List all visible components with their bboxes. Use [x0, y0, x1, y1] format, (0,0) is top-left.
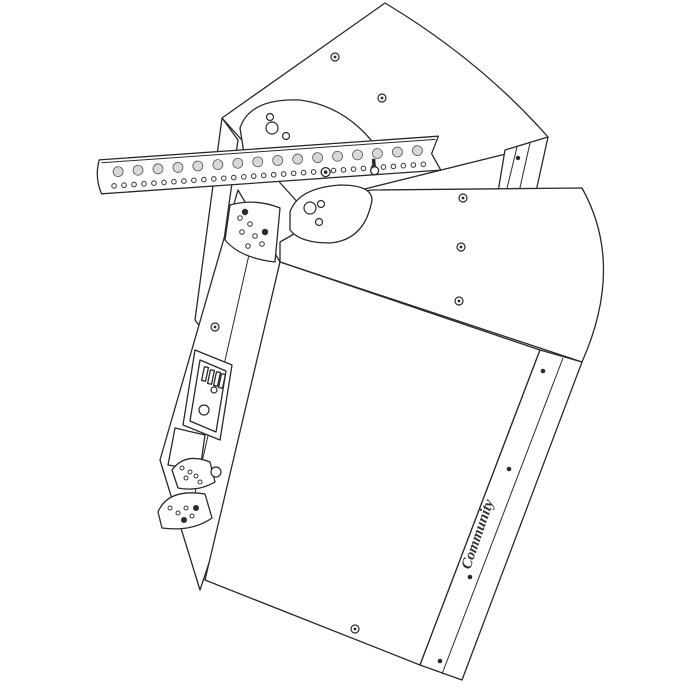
- input-panel: [182, 349, 233, 441]
- rigging-bar: [96, 135, 442, 195]
- rigging-bar-small-holes: [111, 161, 427, 189]
- rear-rigging-plates: [157, 201, 281, 530]
- locking-pin: [320, 158, 380, 178]
- terminal-row: [200, 366, 227, 389]
- rigging-bar-large-holes: [112, 145, 423, 178]
- lower-cabinet: Community: [204, 184, 605, 681]
